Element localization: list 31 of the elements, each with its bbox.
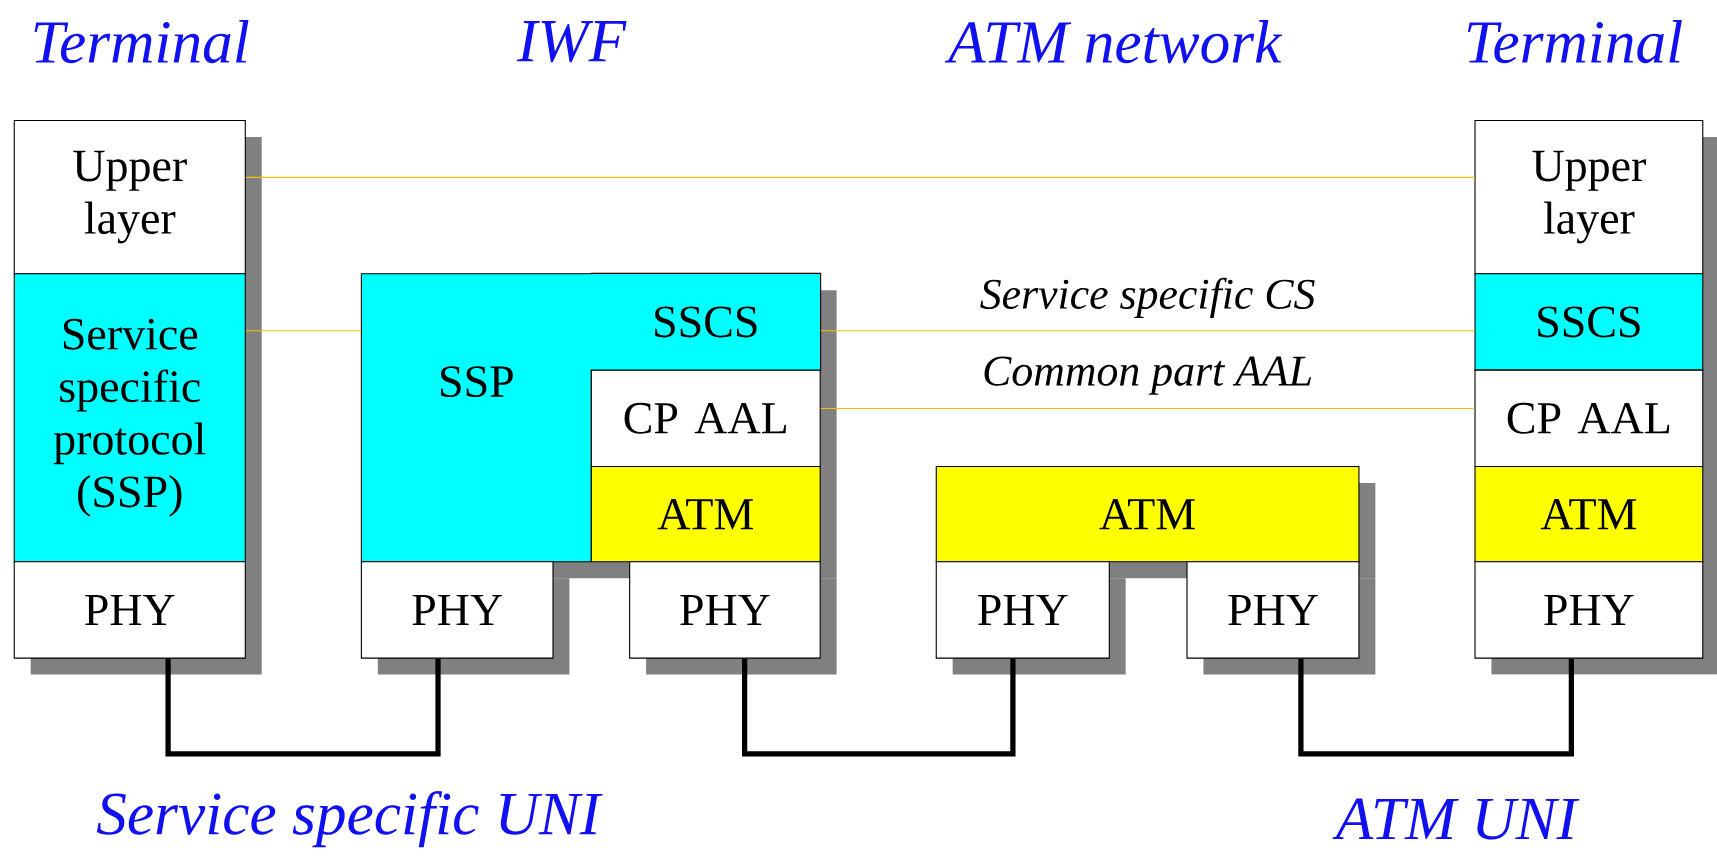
layer-box: ATM xyxy=(590,466,821,563)
heading: Terminal xyxy=(1467,20,1682,64)
layer-box: PHY xyxy=(1186,561,1360,659)
layer-box: SSCS xyxy=(1474,273,1704,371)
connecting-line xyxy=(1298,658,1574,757)
layer-box: ATM xyxy=(935,466,1360,563)
layer-box: PHY xyxy=(13,561,246,659)
layer-box: Upper layer xyxy=(13,120,246,275)
layer-box: Upper layer xyxy=(1474,120,1704,275)
connecting-line xyxy=(820,408,1475,410)
connecting-line xyxy=(165,658,441,757)
heading: Service specific UNI xyxy=(96,791,603,848)
layer-box: ATM xyxy=(1474,466,1704,563)
layer-box: Service specific protocol (SSP) xyxy=(13,273,246,563)
heading: IWF xyxy=(516,21,627,63)
layer-box: CP AAL xyxy=(1474,369,1704,468)
connecting-line xyxy=(245,177,1475,179)
layer-box: PHY xyxy=(360,561,554,659)
layer-box: PHY xyxy=(1474,561,1704,659)
layer-box: PHY xyxy=(629,561,821,659)
layer-box: PHY xyxy=(935,561,1110,659)
edge-label: Service specific CS xyxy=(977,275,1318,321)
node-label: SSCS xyxy=(655,306,757,338)
layer-box: CP AAL xyxy=(590,369,821,468)
heading: Terminal xyxy=(34,20,249,64)
heading: ATM network xyxy=(944,20,1283,64)
connecting-line xyxy=(820,330,1475,332)
heading: ATM UNI xyxy=(1332,798,1580,840)
connecting-line xyxy=(742,658,1016,757)
edge-label: Common part AAL xyxy=(979,354,1316,398)
connecting-line xyxy=(245,330,362,332)
